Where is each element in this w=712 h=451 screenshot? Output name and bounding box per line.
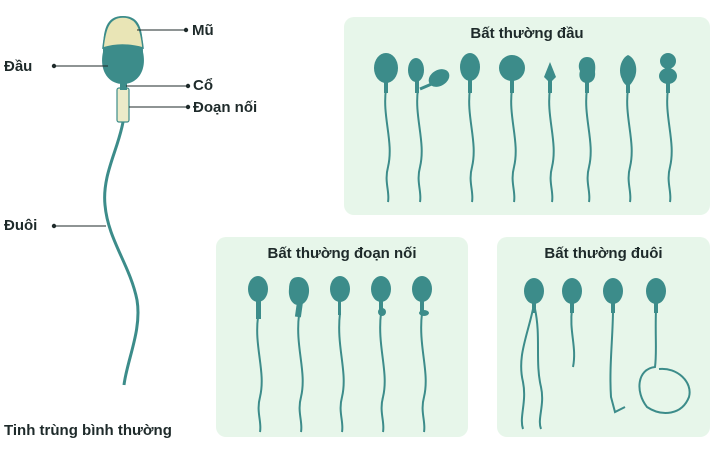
leader-lines [55,29,188,227]
panel-head-abnormal: Bất thường đầu [344,17,710,215]
label-tail: Đuôi [4,217,38,234]
panel-title-midpiece-abnormal: Bất thường đoạn nối [267,245,417,262]
label-head: Đầu [4,58,33,75]
label-cap: Mũ [192,22,214,39]
normal-sperm-midpiece [116,87,130,123]
panel-title-head-abnormal: Bất thường đầu [470,25,584,42]
normal-sperm-tail [103,121,140,386]
normal-sperm-neck [120,80,127,90]
panel-midpiece-abnormal: Bất thường đoạn nối [216,237,468,437]
tail-abnormal-sperms [520,278,691,430]
panel-tail-abnormal: Bất thường đuôi [497,237,710,437]
head-abnormal-sperms [374,53,677,203]
panel-title-tail-abnormal: Bất thường đuôi [544,245,663,262]
caption-normal-sperm: Tinh trùng bình thường [4,422,172,439]
normal-sperm-cap [102,16,144,50]
midpiece-abnormal-sperms [248,276,432,433]
label-neck: Cổ [193,77,213,94]
label-midpiece: Đoạn nối [193,99,258,116]
